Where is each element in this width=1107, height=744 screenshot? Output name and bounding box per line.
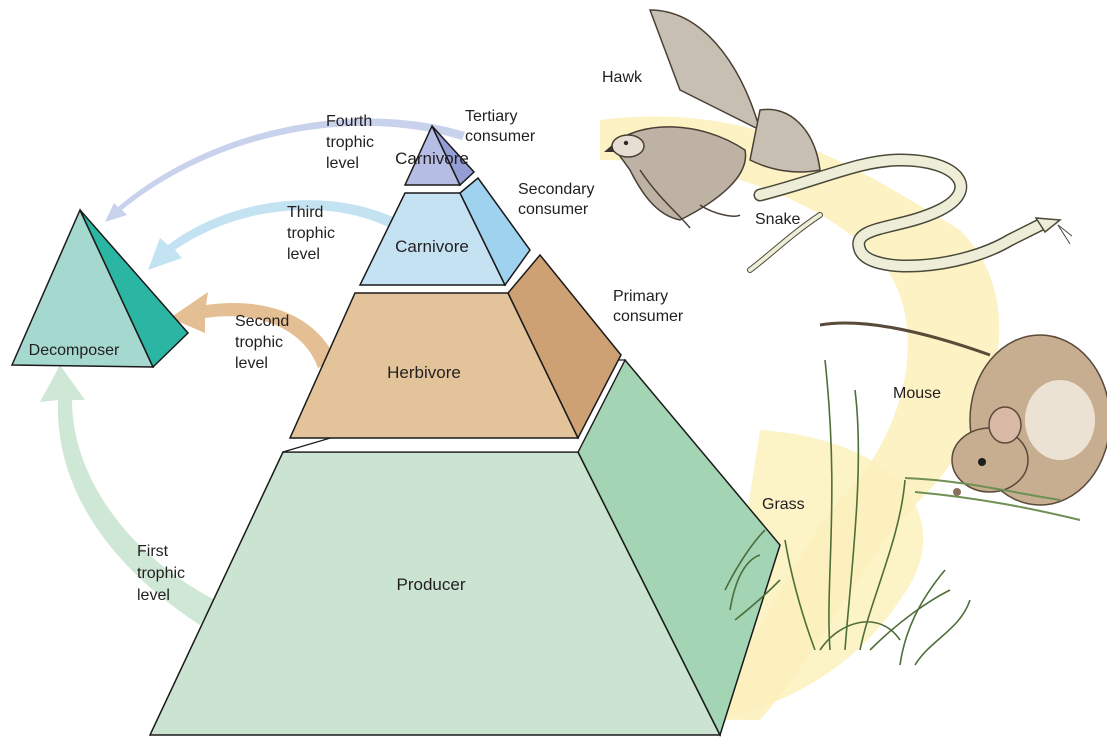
producer-label: Producer	[397, 575, 466, 594]
fourth-trophic-level-label: Fourth trophic level	[326, 113, 378, 172]
secondary-consumer-label: Secondary consumer	[518, 181, 599, 218]
snake-illustration	[747, 153, 1073, 273]
first-level-arrow	[40, 365, 215, 625]
grass-illustration	[724, 359, 971, 666]
snake-label: Snake	[755, 211, 800, 228]
herbivore-side-face	[507, 253, 622, 440]
primary-consumer-label: Primary consumer	[613, 288, 684, 325]
first-trophic-level-label: First trophic level	[137, 543, 189, 604]
third-trophic-level-label: Third trophic level	[287, 204, 339, 263]
herbivore-label: Herbivore	[387, 363, 461, 382]
mouse-label: Mouse	[893, 385, 941, 402]
tertiary-consumer-label: Tertiary consumer	[465, 108, 536, 145]
grass-label: Grass	[762, 496, 805, 513]
second-level-arrow	[170, 292, 336, 368]
carnivore-tertiary-label: Carnivore	[395, 149, 469, 168]
hawk-illustration	[604, 9, 821, 229]
mouse-illustration	[819, 321, 1107, 521]
carnivore3-side-face	[431, 125, 476, 187]
hawk-label: Hawk	[602, 69, 643, 86]
second-trophic-level-label: Second trophic level	[235, 313, 294, 372]
food-chain-band-lower	[700, 430, 924, 720]
third-level-arrow	[148, 200, 395, 270]
fourth-level-arrow	[105, 118, 465, 222]
decomposer-label: Decomposer	[29, 342, 120, 359]
decomposer-side-face	[79, 209, 190, 369]
carnivore2-side-face	[459, 176, 531, 287]
carnivore-secondary-label: Carnivore	[395, 237, 469, 256]
